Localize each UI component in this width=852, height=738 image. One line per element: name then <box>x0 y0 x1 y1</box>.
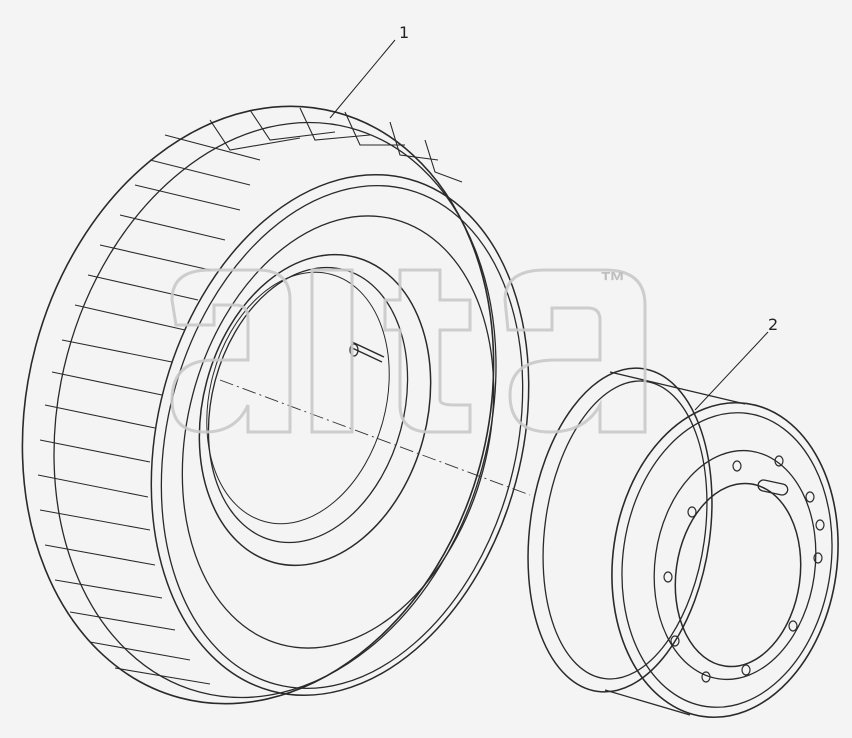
callout-number-1: 1 <box>399 23 409 42</box>
assembly-axis-line <box>219 379 531 496</box>
rim-bolt-holes <box>663 455 825 683</box>
tire-sidewall-outer <box>150 173 530 697</box>
watermark-trademark: ™ <box>600 266 626 296</box>
tire-tread-outline <box>21 105 495 705</box>
tire-bore-outer <box>198 253 432 567</box>
rim-front-rib <box>621 412 833 708</box>
rim-barrel-top <box>609 371 746 405</box>
leader-line-1 <box>329 39 396 119</box>
rim-front-outer <box>611 401 839 719</box>
rim-back-flange <box>527 367 713 693</box>
tire-sidewall-inner <box>181 215 495 649</box>
watermark-logo <box>170 268 647 434</box>
callout-number-2: 2 <box>768 315 778 334</box>
rim-valve-slot <box>757 479 789 496</box>
valve-stem <box>349 341 385 363</box>
tire-bore-back <box>206 271 390 525</box>
tire-part <box>21 105 530 705</box>
tire-tread-lugs <box>37 107 463 685</box>
tire-bore-inner <box>207 266 409 544</box>
rim-disc-ring <box>653 449 817 681</box>
tire-sidewall-rib <box>160 185 524 689</box>
leader-line-2 <box>694 331 769 411</box>
rim-part <box>527 367 839 719</box>
rim-back-flange-inner <box>542 380 708 680</box>
rim-center-bore <box>674 482 802 668</box>
tire-tread-shoulder <box>53 121 497 699</box>
rim-barrel-bottom <box>604 689 691 716</box>
